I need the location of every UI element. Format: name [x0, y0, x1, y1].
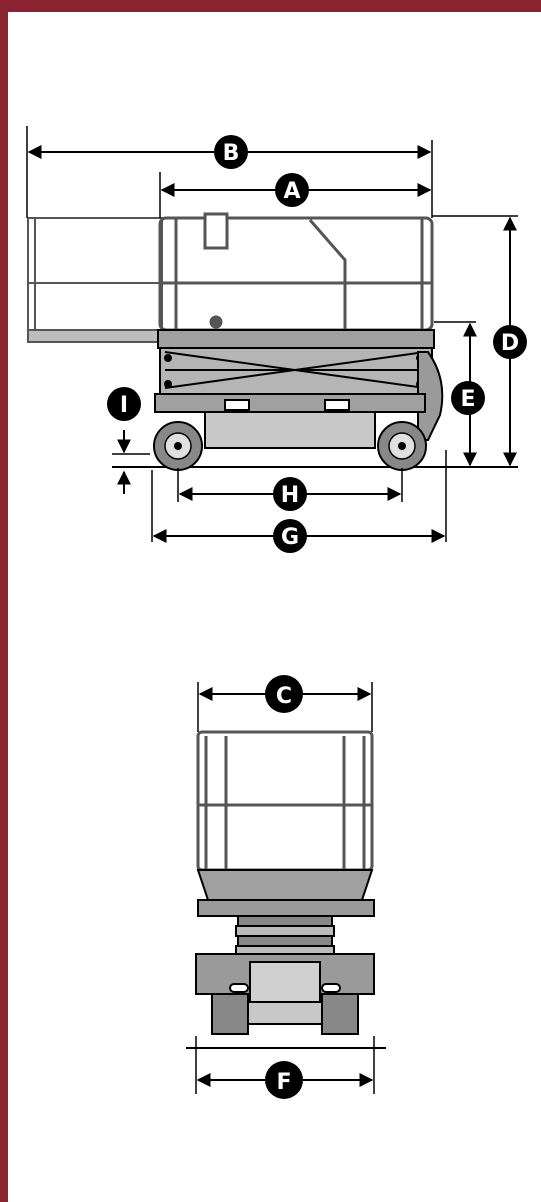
dimension-e-label: E: [460, 387, 475, 412]
dimension-i-label: I: [120, 393, 128, 418]
dimension-d-badge: [493, 325, 527, 359]
rear-wheel: [377, 421, 427, 471]
dimension-f-label: F: [276, 1070, 291, 1095]
dimension-h: H: [177, 468, 403, 511]
front-platform-floor: [196, 869, 374, 901]
dimension-d: D: [432, 215, 527, 467]
dimension-h-badge: [273, 477, 307, 511]
chassis: [154, 393, 426, 449]
dimension-f: F: [195, 1036, 375, 1099]
dimension-g-label: G: [281, 525, 299, 550]
dimension-a-badge: [275, 173, 309, 207]
dimension-a: A: [159, 172, 432, 218]
extension-deck: [27, 217, 163, 343]
dimension-i: I: [107, 387, 150, 494]
scissor-stack: [159, 347, 433, 395]
dimension-c: C: [197, 675, 373, 732]
dimension-e: E: [434, 321, 485, 467]
dimension-c-label: C: [276, 684, 292, 709]
dimension-e-badge: [451, 381, 485, 415]
front-view: C F: [186, 675, 386, 1099]
front-railing: [196, 730, 374, 872]
dimension-b-badge: [214, 135, 248, 169]
dimension-h-label: H: [281, 483, 299, 508]
dimension-g: G: [151, 450, 447, 553]
front-scissor-stack: [235, 915, 335, 955]
front-platform-base: [197, 899, 375, 917]
platform-railing: [158, 212, 434, 332]
top-frame-bar: [0, 0, 541, 12]
dimension-f-badge: [265, 1061, 303, 1099]
dimension-b-label: B: [223, 141, 240, 166]
dimension-g-badge: [273, 519, 307, 553]
side-view: B A D E I: [26, 126, 527, 553]
dimension-b: B: [26, 126, 433, 218]
platform-deck: [157, 329, 435, 349]
dimension-c-badge: [265, 675, 303, 713]
front-wheel: [153, 421, 203, 471]
dimension-i-badge: [107, 387, 141, 421]
dimension-d-label: D: [501, 331, 519, 356]
dimension-a-label: A: [283, 179, 300, 204]
front-chassis: [195, 953, 375, 1035]
